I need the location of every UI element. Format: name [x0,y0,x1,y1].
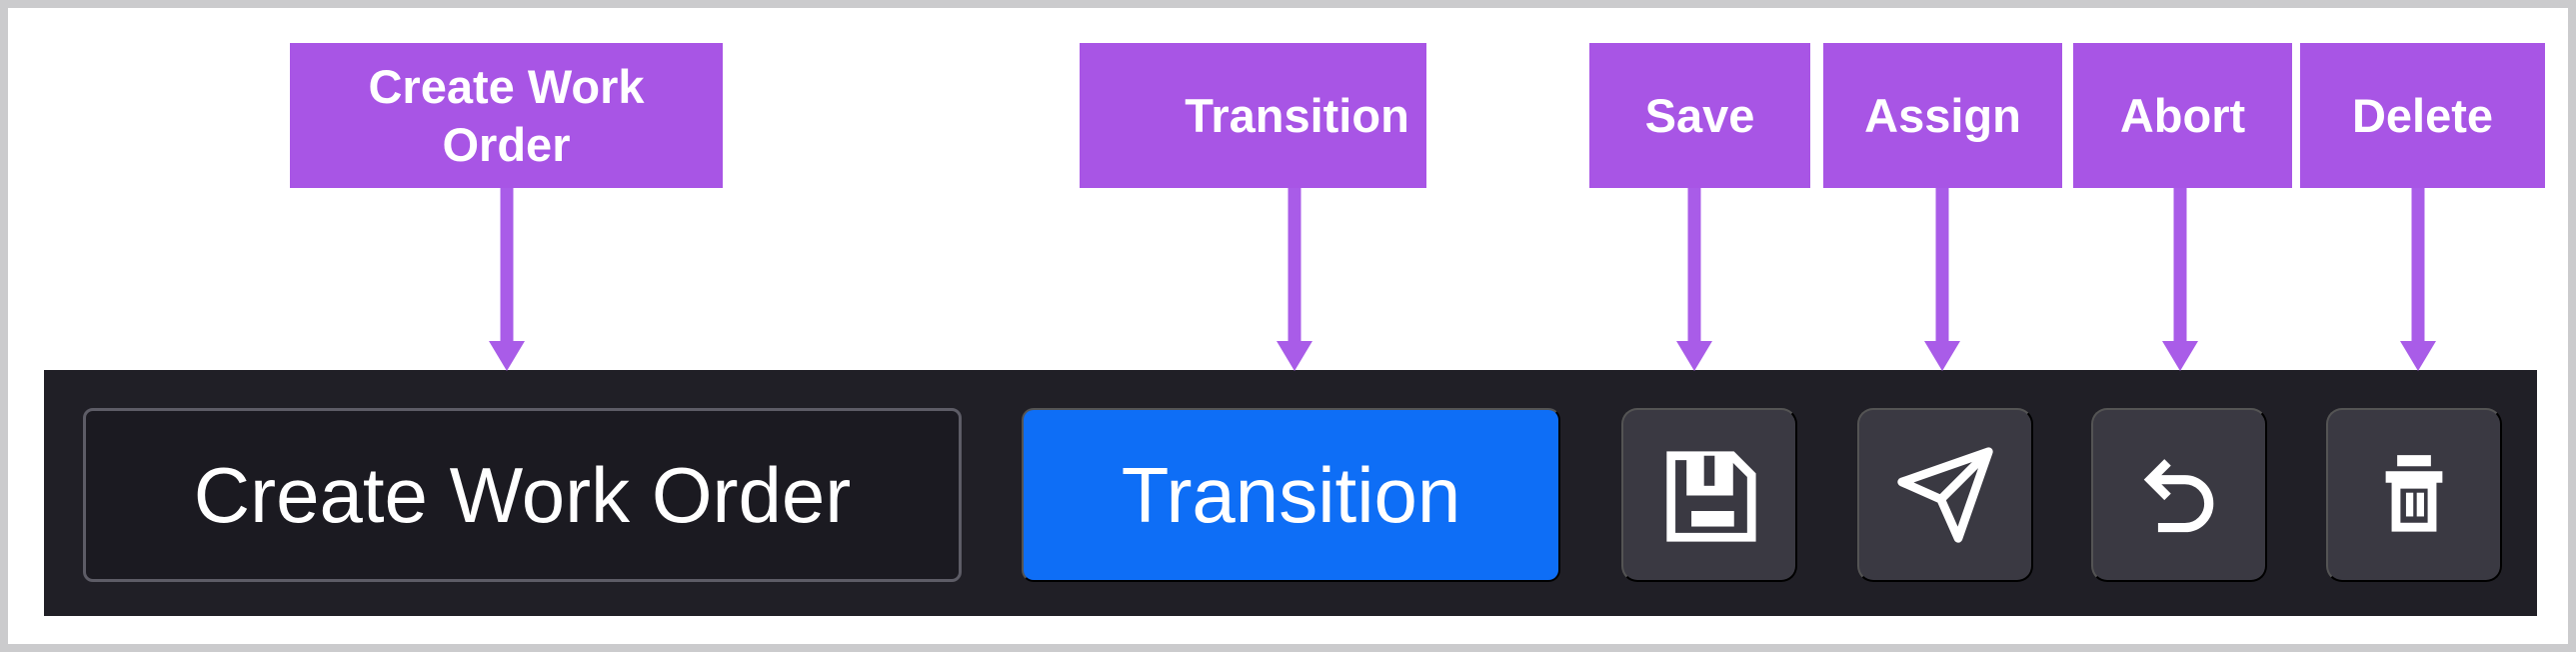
abort-button[interactable] [2091,408,2267,582]
annotation-label-assign: Assign [1823,43,2062,188]
annotation-arrow-save [1676,187,1712,371]
arrow-down-icon [2162,341,2198,371]
toolbar: Create Work Order Transition [44,370,2537,616]
transition-button[interactable]: Transition [1022,408,1560,582]
arrow-down-icon [1676,341,1712,371]
send-icon [1893,443,1997,547]
annotation-label-save: Save [1589,43,1810,188]
annotation-arrow-create-work-order [489,187,525,371]
arrow-down-icon [1277,341,1312,371]
annotation-label-create-work-order: Create Work Order [290,43,723,188]
annotation-label-abort: Abort [2073,43,2292,188]
annotation-label-delete: Delete [2300,43,2545,188]
annotation-arrow-abort [2162,187,2198,371]
annotation-label-transition: Transition [1080,43,1426,188]
undo-icon [2133,449,2225,541]
save-button[interactable] [1621,408,1797,582]
arrow-down-icon [1924,341,1960,371]
save-icon [1661,447,1758,544]
annotation-arrow-transition [1277,187,1312,371]
create-work-order-button[interactable]: Create Work Order [83,408,962,582]
arrow-down-icon [2400,341,2436,371]
arrow-down-icon [489,341,525,371]
assign-button[interactable] [1857,408,2033,582]
trash-icon [2368,449,2460,541]
annotation-arrow-assign [1924,187,1960,371]
delete-button[interactable] [2326,408,2502,582]
annotation-arrow-delete [2400,187,2436,371]
